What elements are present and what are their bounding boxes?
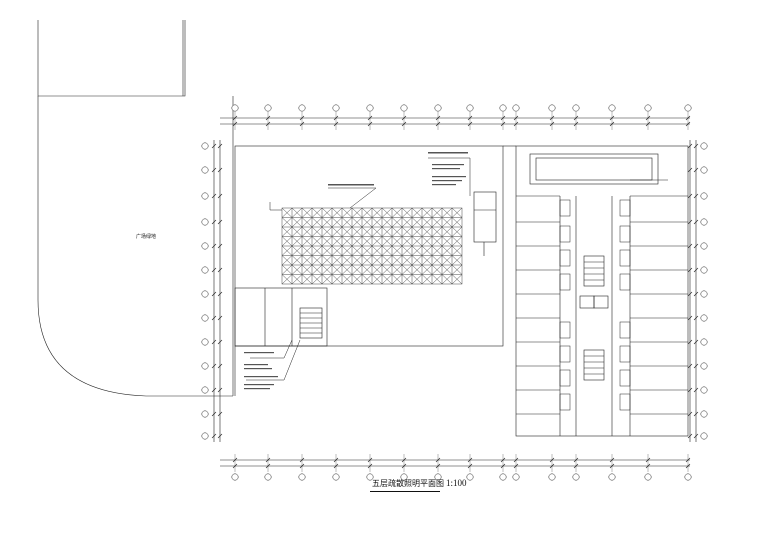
site-label: 广场绿地 [136,234,157,240]
west-stair-block [234,287,328,347]
caption-underline [370,491,440,492]
site-curve [37,96,233,397]
caption-title: 五层疏散照明平面图 [372,479,444,488]
skylight-grid [281,207,463,285]
west-block [234,145,504,347]
site-outline [37,20,186,97]
rooms-east [629,195,688,436]
caption-scale: 1:100 [446,478,467,488]
east-block [515,145,689,437]
annotation-text-marks [244,152,468,390]
rooms-west [516,195,561,436]
